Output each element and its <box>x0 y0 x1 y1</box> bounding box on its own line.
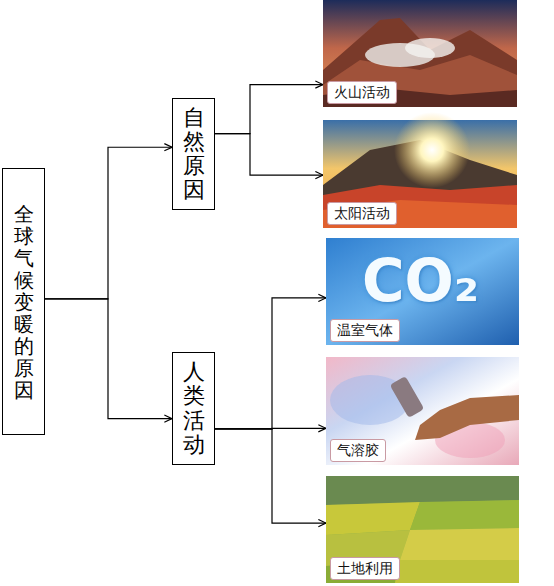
photo-caption: 太阳活动 <box>327 202 397 225</box>
connector-arrow <box>215 428 326 430</box>
photo-caption: 温室气体 <box>330 319 400 342</box>
photo-caption: 土地利用 <box>330 557 400 580</box>
vertical-label: 自然原因 <box>183 106 205 203</box>
volcano-photo <box>323 0 517 107</box>
photo-caption: 气溶胶 <box>330 439 386 462</box>
aerosol-photo <box>326 357 519 465</box>
photo-panel: 温室气体 <box>326 238 519 345</box>
co2-photo <box>326 238 519 345</box>
photo-panel: 土地利用 <box>326 476 519 583</box>
vertical-label: 人类活动 <box>183 360 205 457</box>
connector-arrow <box>45 147 172 299</box>
connector-arrow <box>215 429 326 523</box>
sunrise-photo <box>323 112 517 228</box>
category-box: 人类活动 <box>172 352 215 465</box>
category-box: 全球气候变暖的原因 <box>2 168 45 435</box>
connector-arrow <box>215 298 326 429</box>
photo-panel: 气溶胶 <box>326 357 519 465</box>
photo-panel: 火山活动 <box>323 0 517 107</box>
formula-text: CO₂ <box>362 248 479 314</box>
connector-arrow <box>215 134 323 175</box>
farmland-photo <box>326 476 519 583</box>
connector-arrow <box>45 299 172 419</box>
connector-arrow <box>215 85 323 134</box>
category-box: 自然原因 <box>172 98 215 211</box>
photo-caption: 火山活动 <box>327 81 397 104</box>
vertical-label: 全球气候变暖的原因 <box>14 203 34 401</box>
photo-panel: 太阳活动 <box>323 120 517 228</box>
